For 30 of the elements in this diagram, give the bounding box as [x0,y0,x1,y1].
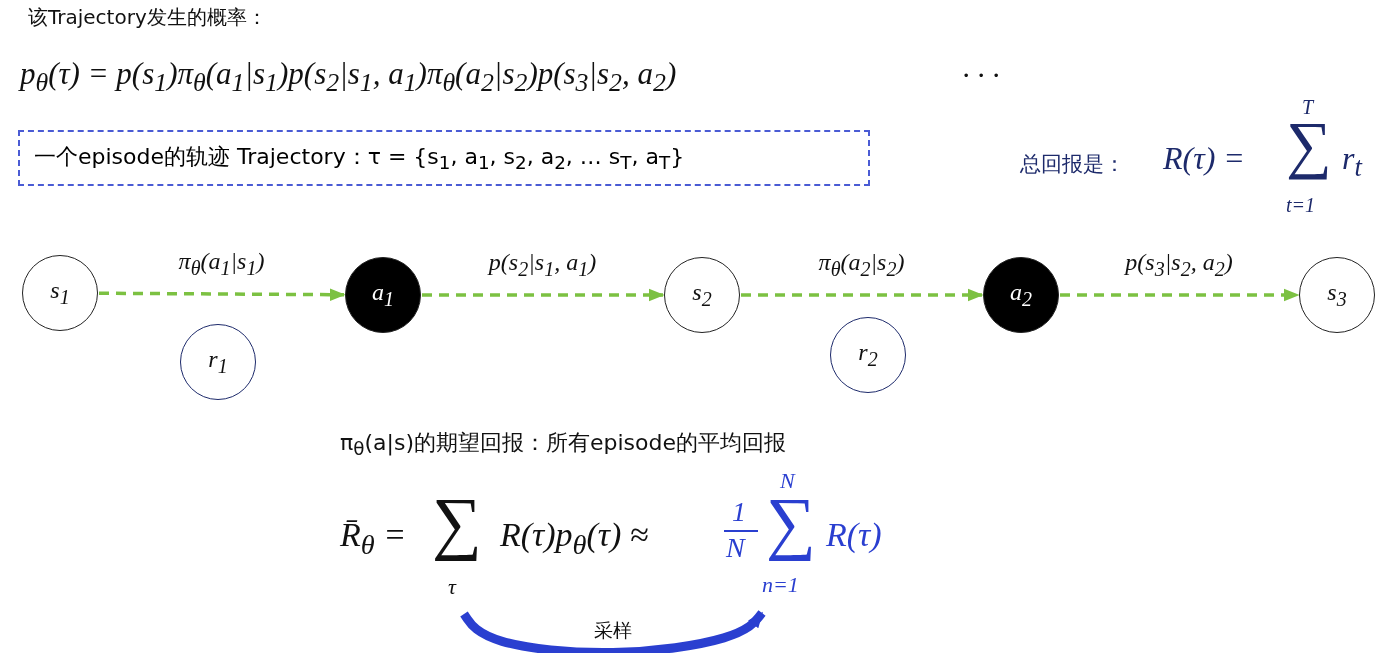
node-label: a$_{2}$ [1010,279,1032,311]
node-label: a$_{1}$ [372,279,394,311]
arrow [741,288,984,302]
fraction-numerator: 1 [732,498,746,526]
node-label: r$_{1}$ [208,346,228,378]
sum-lower-limit: n=1 [762,574,799,596]
formula-text: R(τ) [826,518,882,552]
formula-text: R̄$_{θ}$ = [340,518,407,560]
formula-text: R(τ)p$_{θ}$(τ) ≈ [500,518,649,560]
return-label: 总回报是： [1020,151,1125,178]
node-label: r$_{2}$ [858,339,878,371]
dashed-box [18,130,870,186]
sum-lower-limit: t=1 [1286,194,1316,217]
probability-formula: p$_{θ}$(τ) = p(s$_{1}$)π$_{θ}$(a$_{1}$|s$_{1}$)p(s$_{2}$|s$_{1}$, a$_{1}$)π$_{θ}$(a$_{2}$|s$_{2}$)p(s$_{3}$|s$_{2}$, a$_{2}$) [20,56,677,99]
arrow [460,610,766,653]
node-label: s$_{1}$ [50,277,70,309]
reward-term: r$_{t}$ [1342,140,1362,184]
fraction-denominator: N [726,534,745,562]
return-formula: R(τ) = [1163,140,1245,177]
trajectory-text: 一个episode的轨迹 Trajectory：τ = {s$_{1}$, a$_{1}$, s$_{2}$, a$_{2}$, … s$_{T}$, a$_{T}$} [34,143,685,174]
node-label: s$_{3}$ [1327,279,1347,311]
arrow [1060,288,1300,302]
heading: 该Trajectory发生的概率： [28,4,267,31]
expected-return-text: π$_{θ}$(a|s)的期望回报：所有episode的平均回报 [340,429,787,460]
arrow [99,288,346,302]
ellipsis: · · · [962,58,1000,92]
arrow [422,288,665,302]
sum-index: τ [448,576,456,598]
node-label: s$_{2}$ [692,279,712,311]
sum-upper-limit: N [780,470,795,492]
